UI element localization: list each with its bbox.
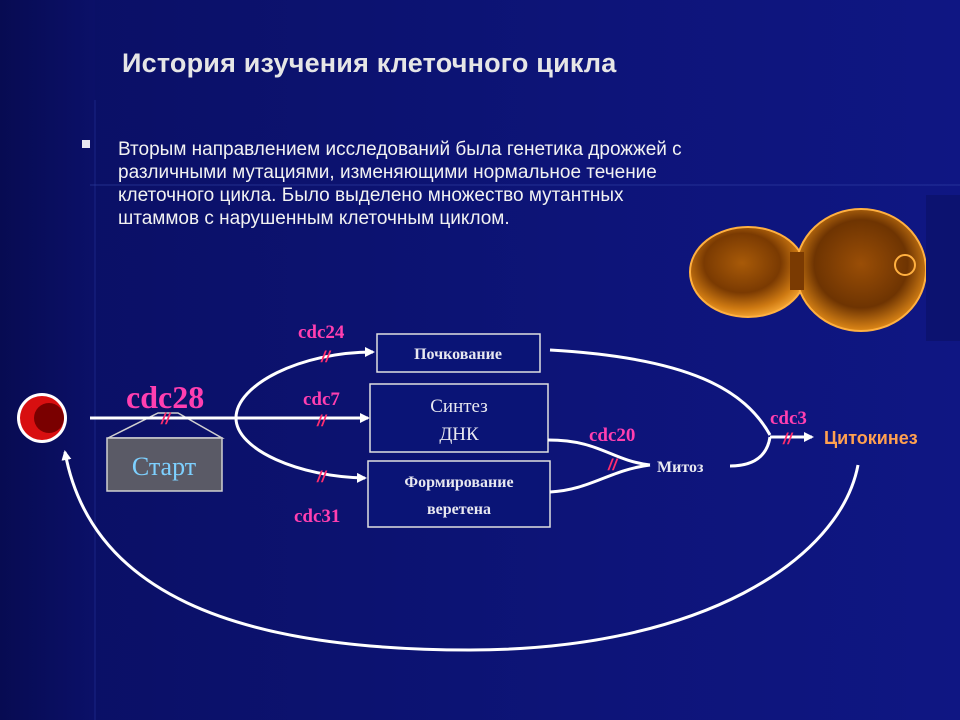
arrow-dna-to-mitosis [547, 438, 651, 467]
left-decor-band [0, 0, 95, 720]
arrow-spindle-to-mitosis [549, 463, 651, 494]
mitosis-label: Митоз [657, 459, 704, 476]
dna-synthesis-label-1: Синтез [430, 396, 487, 417]
dna-synthesis-box [369, 383, 549, 453]
block-mark-cdc3: // [782, 431, 793, 448]
bullet-square [82, 140, 90, 148]
budding-label: Почкование [414, 346, 502, 363]
cytokinesis-label: Цитокинез [824, 428, 918, 448]
gene-label-cdc3: cdc3 [770, 408, 807, 429]
arrow-budding-to-cytokinesis [549, 348, 772, 436]
slide-title: История изучения клеточного цикла [122, 48, 617, 78]
gene-label-cdc24: cdc24 [298, 322, 345, 343]
bullet-line: штаммов с нарушенным клеточным циклом. [118, 208, 510, 229]
block-mark-cdc20: // [607, 457, 618, 474]
arrow-to-spindle [234, 417, 367, 483]
return-arc [61, 450, 860, 652]
block-mark-cdc24: // [320, 349, 331, 366]
arrow-mitosis-to-cytokinesis [729, 436, 772, 468]
gene-label-cdc31: cdc31 [294, 506, 340, 527]
bullet-text: Вторым направлением исследований была ге… [118, 138, 838, 230]
block-mark-cdc28: // [160, 411, 171, 428]
bullet-line: различными мутациями, изменяющими нормал… [118, 162, 657, 183]
gene-label-cdc20: cdc20 [589, 425, 635, 446]
gene-label-cdc28: cdc28 [126, 379, 204, 415]
block-mark-cdc7: // [316, 413, 327, 430]
bullet-line: клеточного цикла. Было выделено множеств… [118, 185, 624, 206]
start-label: Старт [132, 452, 196, 481]
spindle-label-2: веретена [427, 501, 491, 518]
arrow-to-budding [234, 347, 375, 419]
cell-icon [17, 393, 67, 443]
block-mark-cdc31: // [316, 469, 327, 486]
budding-box [376, 333, 541, 373]
yeast-image [689, 195, 960, 341]
dna-synthesis-label-2: ДНК [439, 424, 479, 445]
spindle-label-1: Формирование [404, 474, 513, 491]
gene-label-cdc7: cdc7 [303, 389, 340, 410]
bullet-line: Вторым направлением исследований была ге… [118, 139, 682, 160]
spindle-box [367, 460, 551, 528]
start-box [106, 437, 223, 492]
